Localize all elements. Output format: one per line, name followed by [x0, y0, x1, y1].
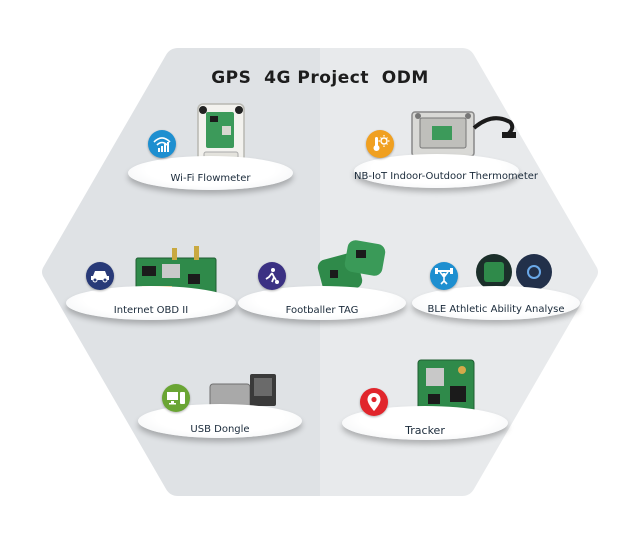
product-card-usb-dongle[interactable]: USB Dongle	[138, 366, 304, 444]
product-card-wifi-flowmeter[interactable]: Wi-Fi Flowmeter	[128, 100, 298, 195]
product-card-footballer-tag[interactable]: Footballer TAG	[238, 236, 408, 326]
product-card-ble-athletic[interactable]: BLE Athletic Ability Analyse	[412, 246, 582, 326]
computer-icon	[162, 384, 190, 412]
product-label-pill	[66, 286, 236, 320]
product-label-pill	[128, 156, 293, 190]
tracker-board-image	[417, 359, 475, 417]
product-card-tracker[interactable]: Tracker	[342, 356, 512, 446]
product-label: Internet OBD II	[113, 305, 189, 316]
product-label: Tracker	[405, 424, 445, 437]
weightlifter-icon	[430, 262, 458, 290]
product-label-pill	[354, 154, 519, 188]
product-label: USB Dongle	[190, 424, 250, 435]
thermometer-sun-icon	[366, 130, 394, 158]
car-icon	[86, 262, 114, 290]
footballer-tag-image	[317, 240, 386, 295]
product-label: BLE Athletic Ability Analyse	[427, 304, 565, 315]
product-label-pill	[138, 404, 302, 438]
product-card-internet-obd[interactable]: Internet OBD II	[66, 244, 236, 324]
product-label: NB-IoT Indoor-Outdoor Thermometer	[354, 171, 539, 182]
thermometer-device-image	[411, 111, 516, 157]
product-label: Footballer TAG	[285, 305, 359, 316]
product-card-nbiot-thermometer[interactable]: NB-IoT Indoor-Outdoor Thermometer	[348, 96, 539, 196]
product-label-pill	[238, 286, 406, 320]
product-label: Wi-Fi Flowmeter	[170, 173, 251, 184]
location-pin-icon	[360, 388, 388, 416]
product-label-pill	[412, 286, 580, 320]
footballer-icon	[258, 262, 286, 290]
wifi-signal-icon	[148, 130, 176, 158]
flowmeter-device-image	[197, 103, 245, 163]
page-title: GPS 4G Project ODM	[211, 68, 429, 88]
ble-sensor-image	[476, 254, 552, 290]
